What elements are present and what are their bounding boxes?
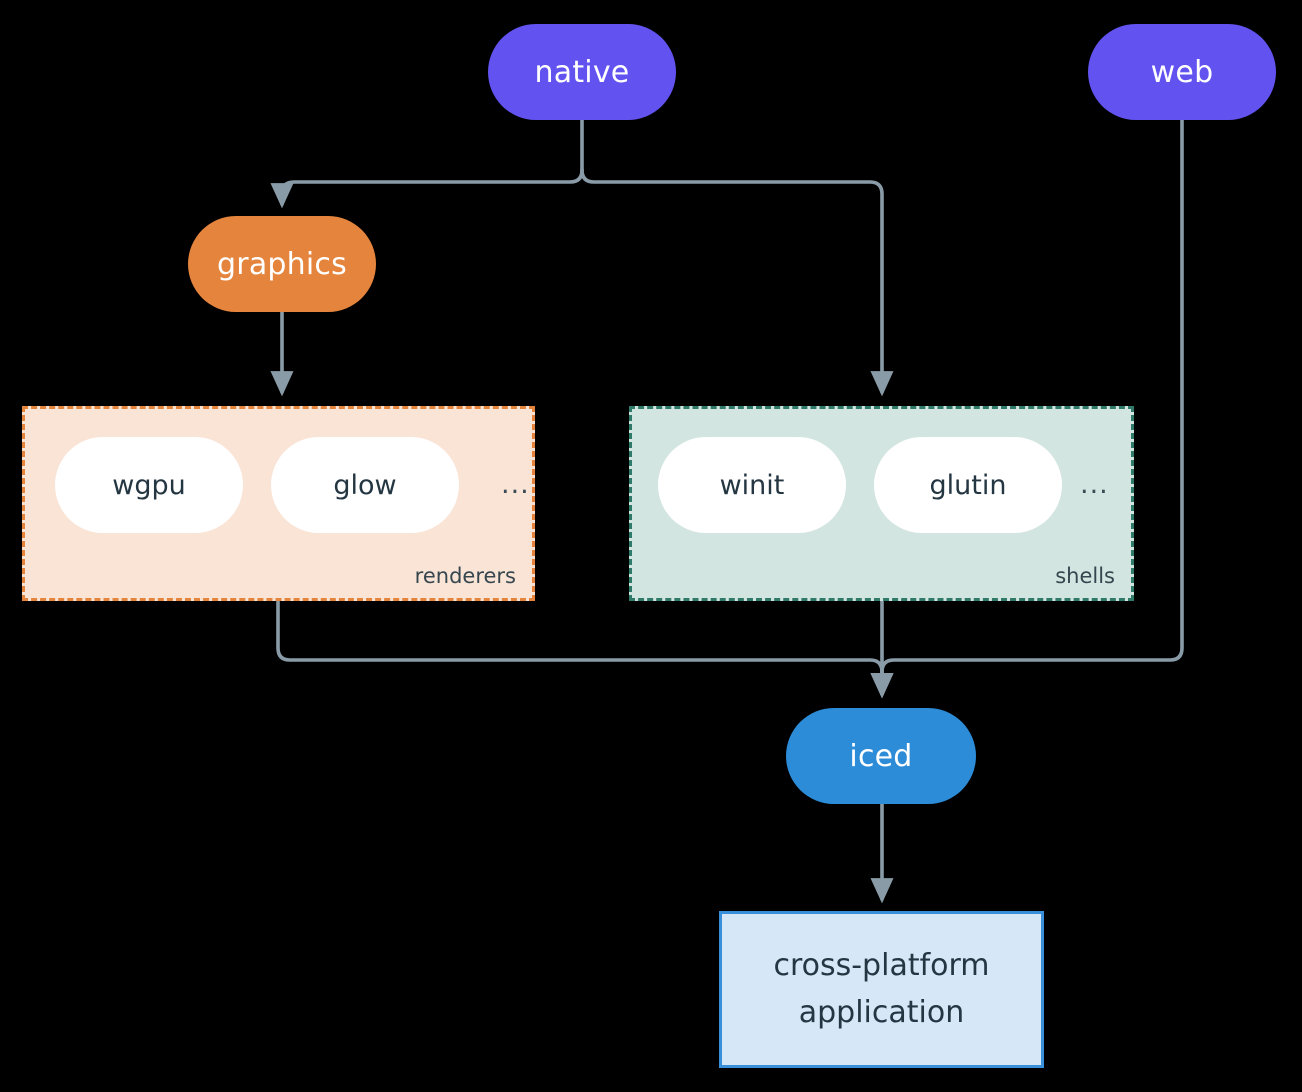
- node-web[interactable]: web: [1088, 24, 1276, 120]
- node-glutin[interactable]: glutin: [874, 437, 1062, 533]
- edge-native-to-graphics: [270, 168, 584, 209]
- group-renderers: wgpu glow ... renderers: [22, 406, 535, 601]
- group-shells: winit glutin ... shells: [629, 406, 1134, 601]
- group-shells-label: shells: [1055, 564, 1115, 588]
- node-iced[interactable]: iced: [786, 708, 976, 804]
- edge-renderers-to-iced: [276, 599, 894, 699]
- node-wgpu-label: wgpu: [112, 469, 186, 501]
- application-label-line2: application: [798, 994, 965, 1030]
- node-native-label: native: [534, 54, 630, 90]
- shells-overflow-ellipsis: ...: [1080, 469, 1109, 500]
- renderers-overflow-ellipsis: ...: [501, 469, 530, 500]
- node-glow-label: glow: [333, 469, 397, 501]
- node-wgpu[interactable]: wgpu: [55, 437, 243, 533]
- node-winit[interactable]: winit: [658, 437, 846, 533]
- node-glutin-label: glutin: [929, 469, 1007, 501]
- node-web-label: web: [1150, 54, 1214, 90]
- node-graphics[interactable]: graphics: [188, 216, 376, 312]
- node-iced-label: iced: [849, 738, 913, 774]
- node-glow[interactable]: glow: [271, 437, 459, 533]
- node-winit-label: winit: [719, 469, 785, 501]
- node-cross-platform-application[interactable]: cross-platform application: [719, 911, 1044, 1068]
- node-graphics-label: graphics: [217, 246, 347, 282]
- node-native[interactable]: native: [488, 24, 676, 120]
- application-label-line1: cross-platform: [773, 948, 990, 983]
- group-renderers-label: renderers: [414, 564, 516, 588]
- edge-native-to-shells: [580, 168, 894, 397]
